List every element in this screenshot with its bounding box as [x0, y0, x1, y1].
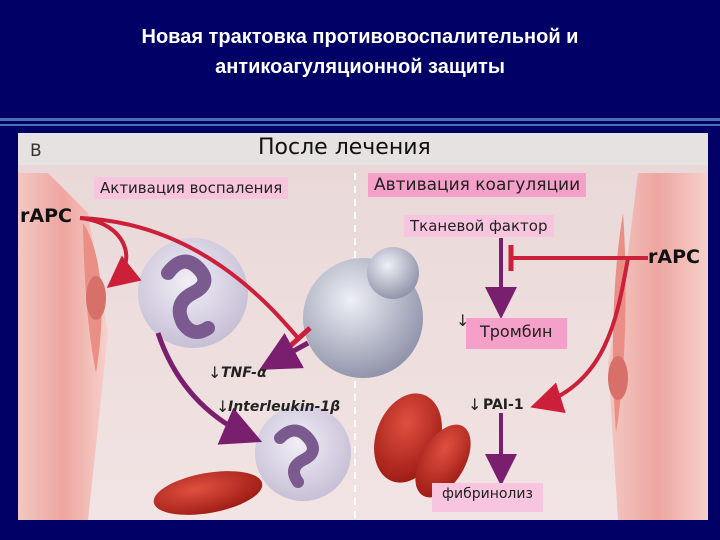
panel-title: После лечения [258, 135, 431, 160]
rapc-left-inhibit-monocyte [79, 216, 300, 340]
figure-header-band [18, 133, 708, 165]
endothelial-nucleus-left [86, 276, 106, 320]
neutrophil-top-nucleus [161, 254, 215, 339]
neutrophil-bottom [255, 405, 351, 501]
diagram-graphics [18, 133, 708, 520]
label-rapc-left: rAPC [20, 205, 72, 227]
label-pai1: PAI-1 [483, 397, 524, 413]
down-arrow-pai: ↓ [468, 395, 482, 414]
panel-letter: B [30, 141, 42, 161]
red-blood-cell-3 [415, 424, 471, 498]
red-blood-cell-1 [153, 471, 263, 515]
label-rapc-right: rAPC [648, 246, 700, 268]
label-inflammation: Активация воспаления [94, 177, 289, 199]
arrow-to-neutrophil [155, 332, 263, 445]
down-arrow-tnf: ↓ [208, 363, 222, 382]
divider-top [0, 118, 720, 121]
label-il1: Interleukin-1β [228, 399, 341, 415]
label-tnf: TNF-α [221, 365, 267, 381]
slide-title: Новая трактовка противовоспалительной и … [0, 22, 720, 82]
monocyte-bleb [367, 247, 419, 299]
down-arrow-il1: ↓ [216, 397, 230, 416]
rapc-right-arrow-pai [530, 257, 630, 414]
label-coagulation: Автивация коагуляции [368, 173, 587, 197]
arrow-tnf [259, 333, 310, 370]
label-fibrinolysis: фибринолиз [432, 483, 543, 512]
neutrophil-bottom-nucleus [274, 424, 319, 488]
slide-title-line-2: антикоагуляционной защиты [215, 56, 505, 78]
divider-bottom [0, 124, 720, 126]
rapc-left-arrow-to-cell [79, 216, 142, 289]
endothelial-nucleus-right [608, 356, 628, 400]
label-thrombin: Тромбин [466, 318, 567, 349]
label-tissue-factor: Тканевой фактор [404, 215, 554, 237]
diagram-figure: B После лечения Активация воспаления Авт… [18, 133, 708, 520]
slide-title-line-1: Новая трактовка противовоспалительной и [141, 26, 579, 48]
